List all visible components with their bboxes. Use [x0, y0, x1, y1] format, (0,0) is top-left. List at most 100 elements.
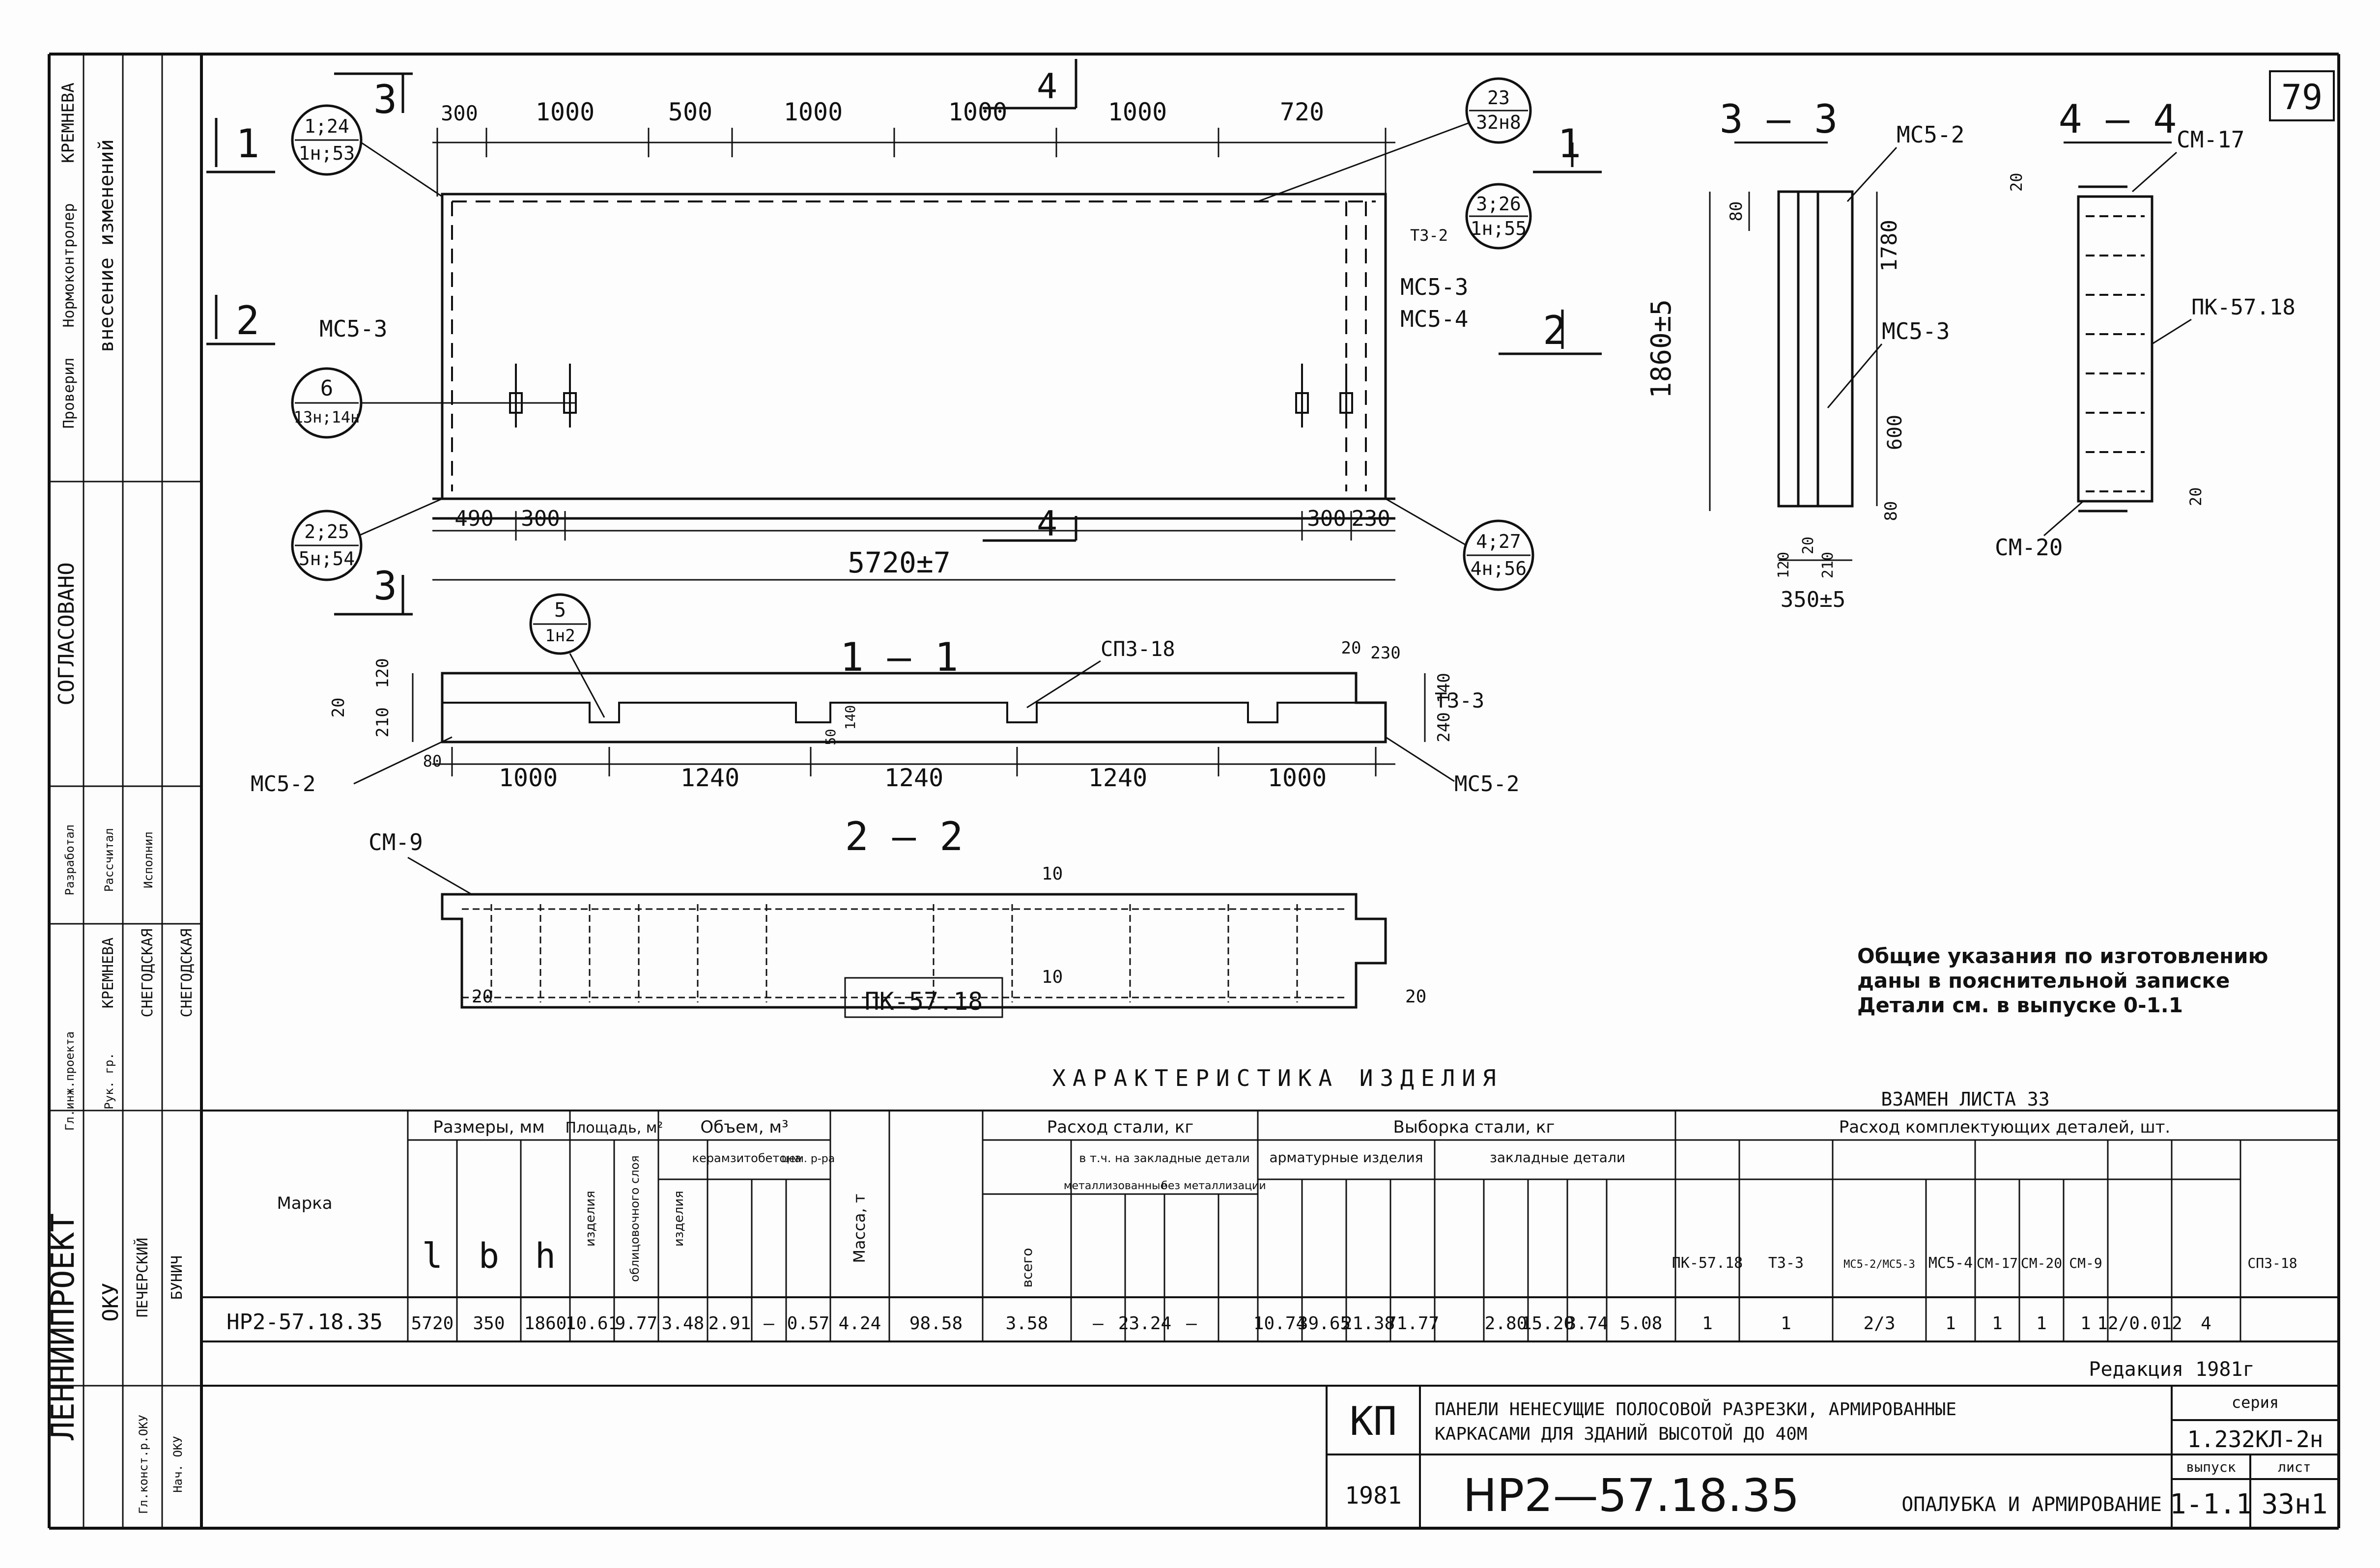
row-value-14: – — [1186, 1313, 1197, 1334]
svg-text:1н2: 1н2 — [545, 626, 575, 646]
part-header-5: СМ-20 — [2021, 1255, 2062, 1271]
top-dim-5: 1000 — [1108, 98, 1167, 126]
s22-dim-2: 20 — [472, 987, 493, 1007]
group-volume: Объем, м³ — [700, 1117, 788, 1137]
sheet-frame — [48, 53, 2340, 1530]
svg-text:6: 6 — [320, 376, 334, 401]
s11-inner-dim-1: 140 — [842, 705, 858, 730]
s11-dim-4: 1000 — [1268, 764, 1327, 792]
svg-text:5н;54: 5н;54 — [299, 548, 355, 570]
part-header-0: ПК-57.18 — [1672, 1254, 1743, 1272]
plan-label-mc53-right: МС5-3 — [1400, 274, 1468, 300]
drawing-name: ОПАЛУБКА И АРМИРОВАНИЕ — [1901, 1493, 2162, 1516]
svg-text:32н8: 32н8 — [1476, 112, 1521, 133]
sub-area-item: изделия — [583, 1191, 598, 1247]
approval-role-0: Гл.инж.проекта — [63, 1031, 77, 1131]
sub-reinf: арматурные изделия — [1269, 1149, 1423, 1166]
title-line-2: КАРКАСАМИ ДЛЯ ЗДАНИЙ ВЫСОТОЙ ДО 40М — [1435, 1424, 1808, 1444]
sub-l: l — [422, 1236, 443, 1276]
s11-left-dim-1: 120 — [373, 658, 393, 688]
approval-name-2: СНЕГОДСКАЯ — [178, 929, 196, 1018]
section-2-2: 2 — 2 СМ-9 ПК-57.18 10 10 20 20 — [368, 814, 1426, 1018]
section-mark-3-bottom: 3 — [373, 563, 397, 609]
s11-dim-1: 1240 — [680, 764, 739, 792]
approval-name-1: СНЕГОДСКАЯ — [139, 929, 156, 1018]
row-value-23: 1 — [1702, 1313, 1713, 1334]
s11-dim-2: 1240 — [884, 764, 943, 792]
section-4-4-title: 4 — 4 — [2059, 96, 2177, 142]
section-mark-2-left: 2 — [236, 298, 259, 343]
s11-right-dim-0: 20 — [1341, 638, 1361, 658]
row-value-17: 21.38 — [1342, 1313, 1395, 1334]
name-top: КРЕМНЕВА — [58, 83, 78, 163]
row-value-8: 0.57 — [787, 1313, 830, 1334]
sub-cement: цем. р-ра — [782, 1153, 835, 1165]
checked-label: Проверил — [60, 358, 78, 429]
section-4-4: 4 — 4 СМ-17 ПК-57.18 СМ-20 20 20 — [1995, 96, 2295, 561]
side-stamp: СОГЛАСОВАНО внесение изменений Проверил … — [45, 54, 201, 1528]
row-value-22: 5.08 — [1620, 1313, 1663, 1334]
group-mass: Масса, т — [850, 1194, 869, 1263]
s33-width: 350±5 — [1781, 587, 1845, 612]
edition-note: Редакция 1981г — [2089, 1358, 2254, 1381]
row-value-26: 1 — [1945, 1313, 1956, 1334]
s11-label-t33: ТЗ-3 — [1435, 688, 1484, 713]
sub-nonmetal: без металлизации — [1161, 1180, 1266, 1192]
s22-label-cm9: СМ-9 — [368, 829, 423, 855]
group-area: Площадь, м² — [566, 1119, 663, 1137]
top-dim-3: 1000 — [784, 98, 843, 126]
row-value-6: 2.91 — [708, 1313, 751, 1334]
approval-role-1: Рук. гр. — [102, 1053, 116, 1110]
sheet: 33н1 — [2262, 1488, 2328, 1520]
approval-role-4: Исполнил — [142, 831, 155, 888]
s22-dim-3: 20 — [1405, 987, 1426, 1007]
norm-control-label: Нормоконтролер — [60, 203, 78, 328]
s33-dim-20: 20 — [1800, 537, 1817, 554]
svg-text:3;26: 3;26 — [1476, 193, 1521, 215]
approval-role-2: Разработал — [63, 825, 77, 896]
replaces-note: ВЗАМЕН ЛИСТА 33 — [1881, 1088, 2049, 1110]
s44-dim-bottom: 20 — [2186, 487, 2205, 506]
note-line-1: даны в пояснительной записке — [1857, 969, 2230, 993]
approval-role-3: Рассчитал — [102, 828, 116, 892]
top-dim-0: 300 — [441, 101, 478, 125]
row-value-16: 39.65 — [1298, 1313, 1351, 1334]
plan-label-mc54: МС5-4 — [1400, 306, 1468, 332]
row-value-5: 3.48 — [662, 1313, 705, 1334]
general-notes: Общие указания по изготовлению даны в по… — [1857, 944, 2268, 1017]
plan-view: 300 1000 500 1000 1000 1000 720 490 300 … — [206, 59, 1602, 616]
section-3-3: 3 — 3 1860±5 80 1780 600 80 120 20 210 3… — [1645, 96, 1964, 612]
s33-dim-80-bottom: 80 — [1881, 501, 1901, 521]
part-header-2: МС5-2/МС5-3 — [1843, 1258, 1915, 1271]
section-mark-3-top: 3 — [373, 77, 397, 122]
row-value-10: 98.58 — [909, 1313, 963, 1334]
sheet-number: 79 — [2281, 77, 2323, 117]
col-mark: Марка — [277, 1194, 332, 1213]
svg-text:1;24: 1;24 — [304, 115, 349, 137]
s11-right-dim-3: 240 — [1434, 712, 1454, 742]
row-value-11: 3.58 — [1006, 1313, 1048, 1334]
s11-label-mc52-right: МС5-2 — [1454, 771, 1519, 797]
sub-h: h — [535, 1236, 556, 1276]
characteristics-table: ХАРАКТЕРИСТИКА ИЗДЕЛИЯ ВЗАМЕН ЛИСТА 33 — [201, 1065, 2339, 1387]
top-dim-2: 500 — [668, 98, 712, 126]
year: 1981 — [1345, 1482, 1402, 1510]
s44-label-cm20: СМ-20 — [1995, 534, 2063, 561]
s33-dim-120: 120 — [1775, 552, 1792, 578]
plan-label-mc53-left: МС5-3 — [319, 315, 387, 342]
issue-label: выпуск — [2186, 1459, 2236, 1475]
s44-label-cm17: СМ-17 — [2177, 126, 2244, 153]
section-mark-1-left: 1 — [236, 121, 259, 167]
section-3-3-title: 3 — 3 — [1720, 96, 1838, 142]
group-size: Размеры, мм — [433, 1117, 544, 1137]
section-mark-4-bottom: 4 — [1037, 504, 1057, 544]
sub-embedded: закладные детали — [1490, 1149, 1625, 1166]
bottom-label-1: Нач. ОКУ — [171, 1436, 185, 1493]
svg-text:23: 23 — [1487, 87, 1510, 109]
s11-dim-3: 1240 — [1088, 764, 1147, 792]
row-value-28: 1 — [2036, 1313, 2047, 1334]
group-parts: Расход комплектующих деталей, шт. — [1839, 1117, 2170, 1137]
row-value-18: 71.77 — [1386, 1313, 1439, 1334]
s33-dim-80-top: 80 — [1727, 201, 1746, 222]
part-header-7: СПЗ-18 — [2247, 1255, 2297, 1271]
